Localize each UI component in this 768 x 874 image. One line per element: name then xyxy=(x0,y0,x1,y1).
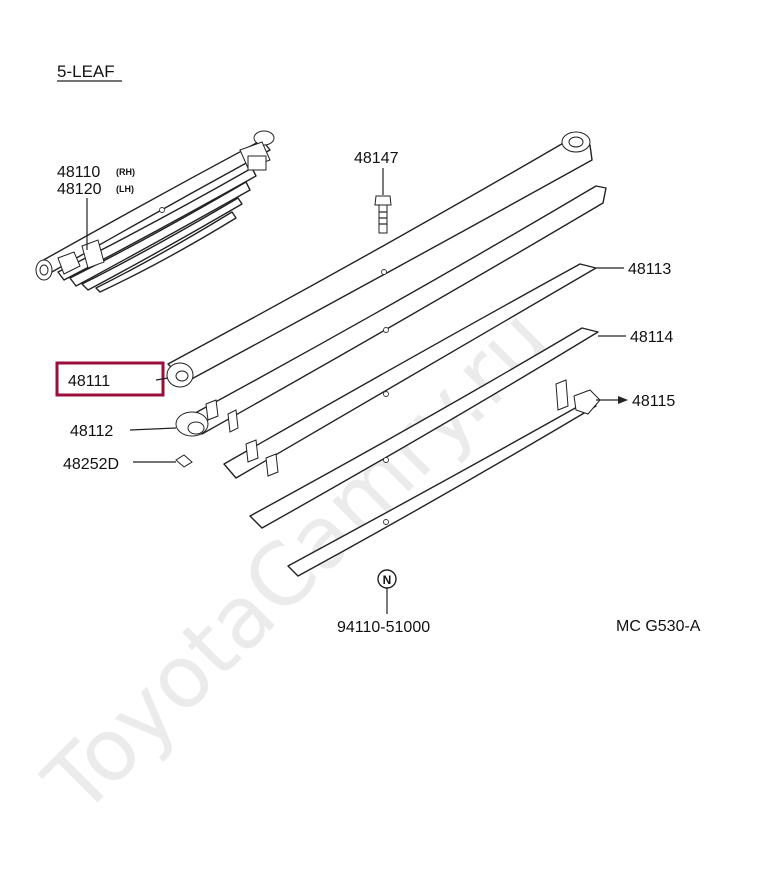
label-48120: 48120 xyxy=(57,181,102,198)
leaf-48112 xyxy=(175,185,607,437)
qualifier-rh: (RH) xyxy=(116,167,135,177)
label-94110-51000: 94110-51000 xyxy=(337,619,430,636)
center-bolt-icon xyxy=(374,195,392,234)
nut-symbol-icon: N xyxy=(377,569,397,589)
diagram-title: 5-LEAF xyxy=(57,62,115,81)
clip-icon xyxy=(175,454,193,468)
leaf-48114 xyxy=(249,327,599,529)
main-leaf-48111 xyxy=(166,131,593,388)
nut-symbol-letter: N xyxy=(383,573,392,587)
leader-48112 xyxy=(129,427,177,431)
label-48147: 48147 xyxy=(354,150,399,167)
label-48252D: 48252D xyxy=(63,456,119,473)
assembled-spring-illustration xyxy=(35,130,275,293)
qualifier-lh: (LH) xyxy=(116,184,134,194)
label-48110: 48110 xyxy=(57,164,100,181)
label-48115: 48115 xyxy=(632,393,675,410)
label-48111[interactable]: 48111 xyxy=(68,373,110,390)
label-48112: 48112 xyxy=(70,423,113,440)
leaf-48115 xyxy=(287,379,601,577)
diagram-code: MC G530-A xyxy=(616,618,701,635)
leader-48111 xyxy=(155,377,169,381)
arrow-48115 xyxy=(618,396,628,404)
label-48113: 48113 xyxy=(628,261,671,278)
label-48114: 48114 xyxy=(630,329,673,346)
